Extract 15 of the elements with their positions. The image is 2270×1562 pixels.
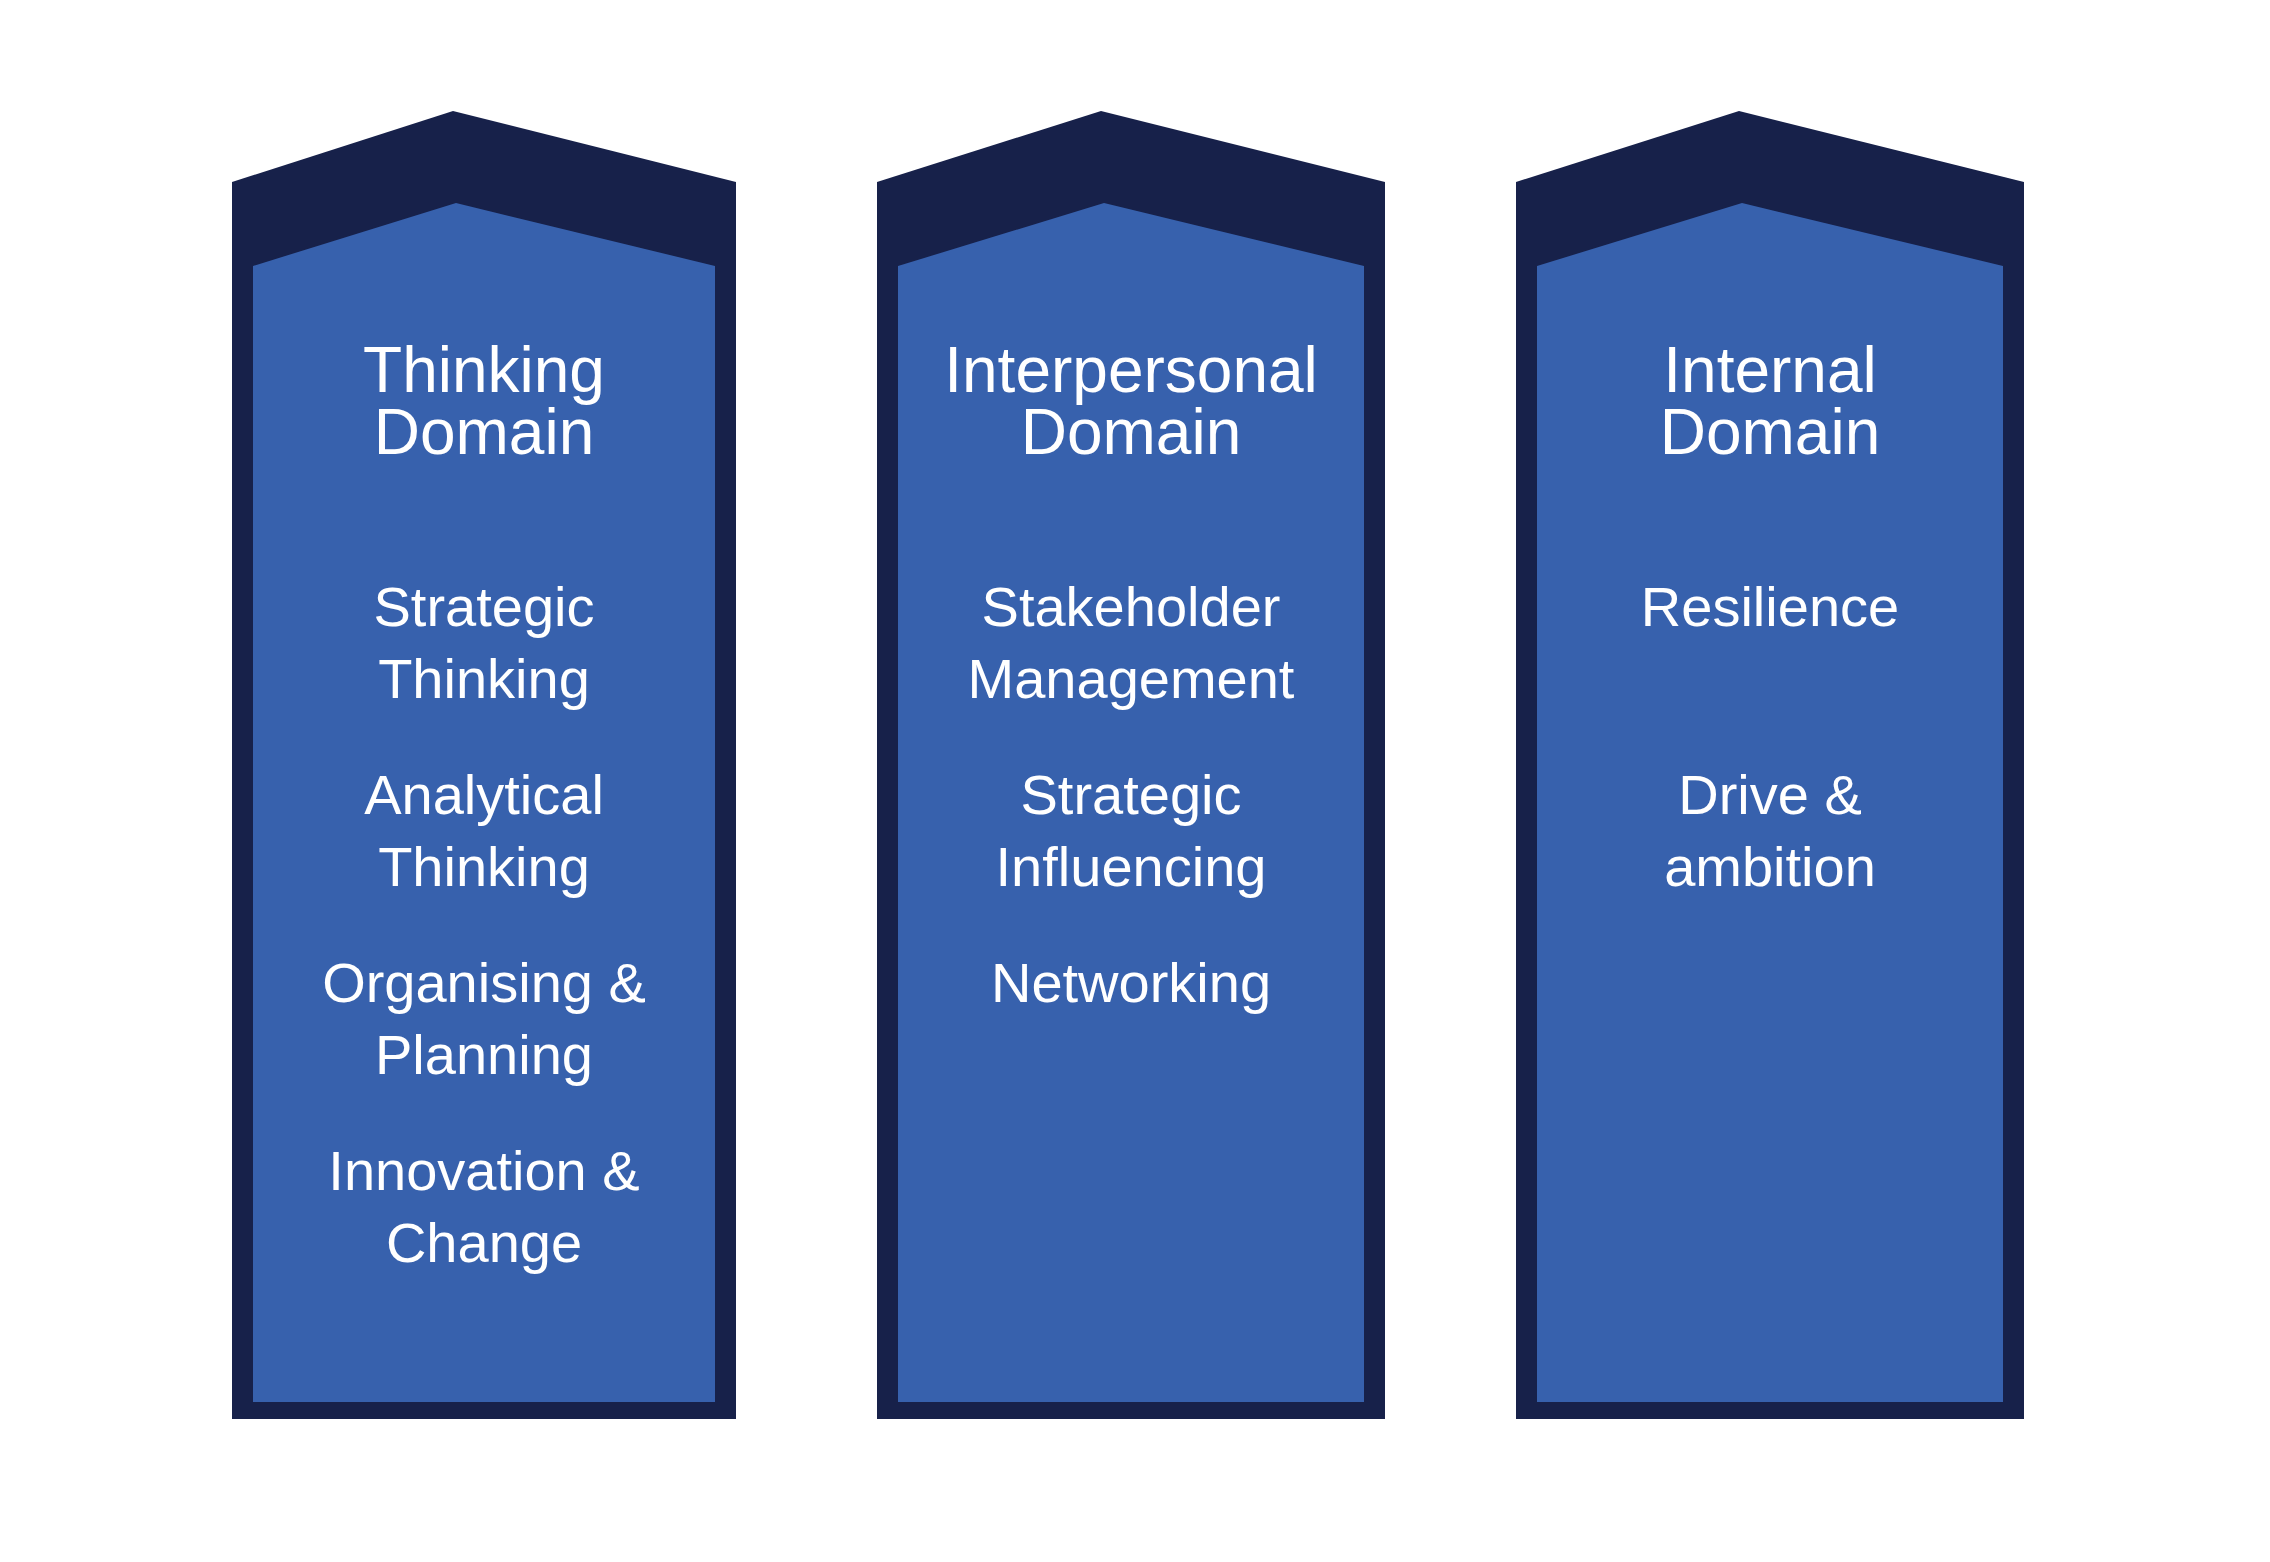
item-label: Innovation & Change	[327, 1138, 641, 1276]
item-label: Drive & ambition	[1663, 762, 1877, 900]
pillar-panel	[877, 111, 1385, 1419]
pillar-panel	[1516, 111, 2024, 1419]
pillar-heading: Interpersonal Domain	[943, 339, 1319, 463]
item-label: Strategic Thinking	[372, 574, 596, 712]
item-label: Stakeholder Management	[966, 574, 1296, 712]
pillar-heading: Internal Domain	[1658, 339, 1882, 463]
item-label: Organising & Planning	[321, 950, 647, 1088]
pillar-panel	[232, 111, 736, 1419]
item-label: Strategic Influencing	[994, 762, 1268, 900]
item-label: Analytical Thinking	[363, 762, 605, 900]
item-label: Networking	[989, 950, 1273, 1016]
pillar-heading: Thinking Domain	[362, 339, 606, 463]
item-label: Resilience	[1639, 574, 1901, 640]
